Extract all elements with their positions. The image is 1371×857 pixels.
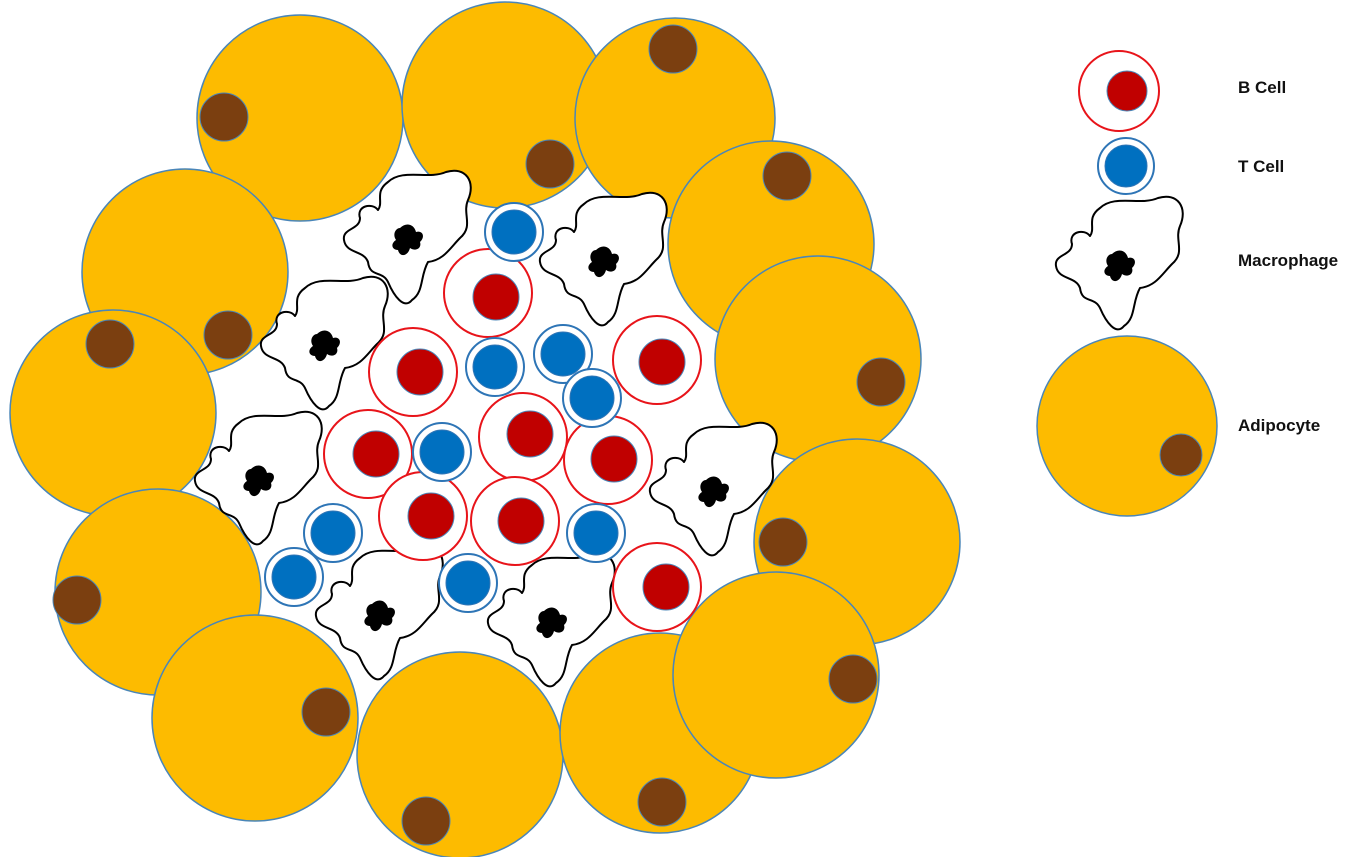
b-cell-group (323, 248, 702, 632)
adipocyte (356, 651, 564, 857)
adipocyte-nucleus (758, 517, 808, 567)
t-cell (303, 503, 363, 563)
adipocyte-nucleus (762, 151, 812, 201)
adipocyte (196, 14, 404, 222)
legend-macrophage-label: Macrophage (1238, 251, 1338, 270)
t-cell (264, 547, 324, 607)
legend: B Cell T Cell Macrophage Adipocyte (1036, 50, 1338, 517)
adipocyte (9, 309, 217, 517)
b-cell (612, 315, 702, 405)
b-cell (368, 327, 458, 417)
b-cell (612, 542, 702, 632)
t-cell (465, 337, 525, 397)
t-cell (566, 503, 626, 563)
adipocyte (672, 571, 880, 779)
adipocyte-nucleus (637, 777, 687, 827)
b-cell (470, 476, 560, 566)
t-cell (533, 324, 593, 384)
legend-adipocyte-label: Adipocyte (1238, 416, 1320, 435)
adipocyte-nucleus (203, 310, 253, 360)
adipocyte-nucleus (52, 575, 102, 625)
adipocyte-nucleus (199, 92, 249, 142)
macrophage (538, 191, 668, 327)
adipocyte-nucleus (828, 654, 878, 704)
b-cell (478, 392, 568, 482)
legend-b-cell-label: B Cell (1238, 78, 1286, 97)
legend-adipocyte-icon (1036, 335, 1218, 517)
adipocyte-nucleus (85, 319, 135, 369)
legend-macrophage-icon (1054, 195, 1184, 331)
adipocyte-nucleus (301, 687, 351, 737)
b-cell (443, 248, 533, 338)
b-cell (563, 415, 653, 505)
adipocyte-nucleus (856, 357, 906, 407)
adipocyte-nucleus (401, 796, 451, 846)
t-cell (562, 368, 622, 428)
adipocyte-nucleus (525, 139, 575, 189)
adipocyte-ring (9, 1, 961, 857)
adipocyte (714, 255, 922, 463)
legend-t-cell-label: T Cell (1238, 157, 1284, 176)
t-cell (412, 422, 472, 482)
t-cell (484, 202, 544, 262)
b-cell (378, 471, 468, 561)
adipocyte-nucleus (648, 24, 698, 74)
t-cell-group (264, 202, 626, 613)
legend-t-cell-icon (1097, 137, 1155, 195)
immune-cell-cluster (193, 169, 778, 688)
adipocyte (151, 614, 359, 822)
t-cell (438, 553, 498, 613)
legend-b-cell-icon (1078, 50, 1160, 132)
b-cell (323, 409, 413, 499)
